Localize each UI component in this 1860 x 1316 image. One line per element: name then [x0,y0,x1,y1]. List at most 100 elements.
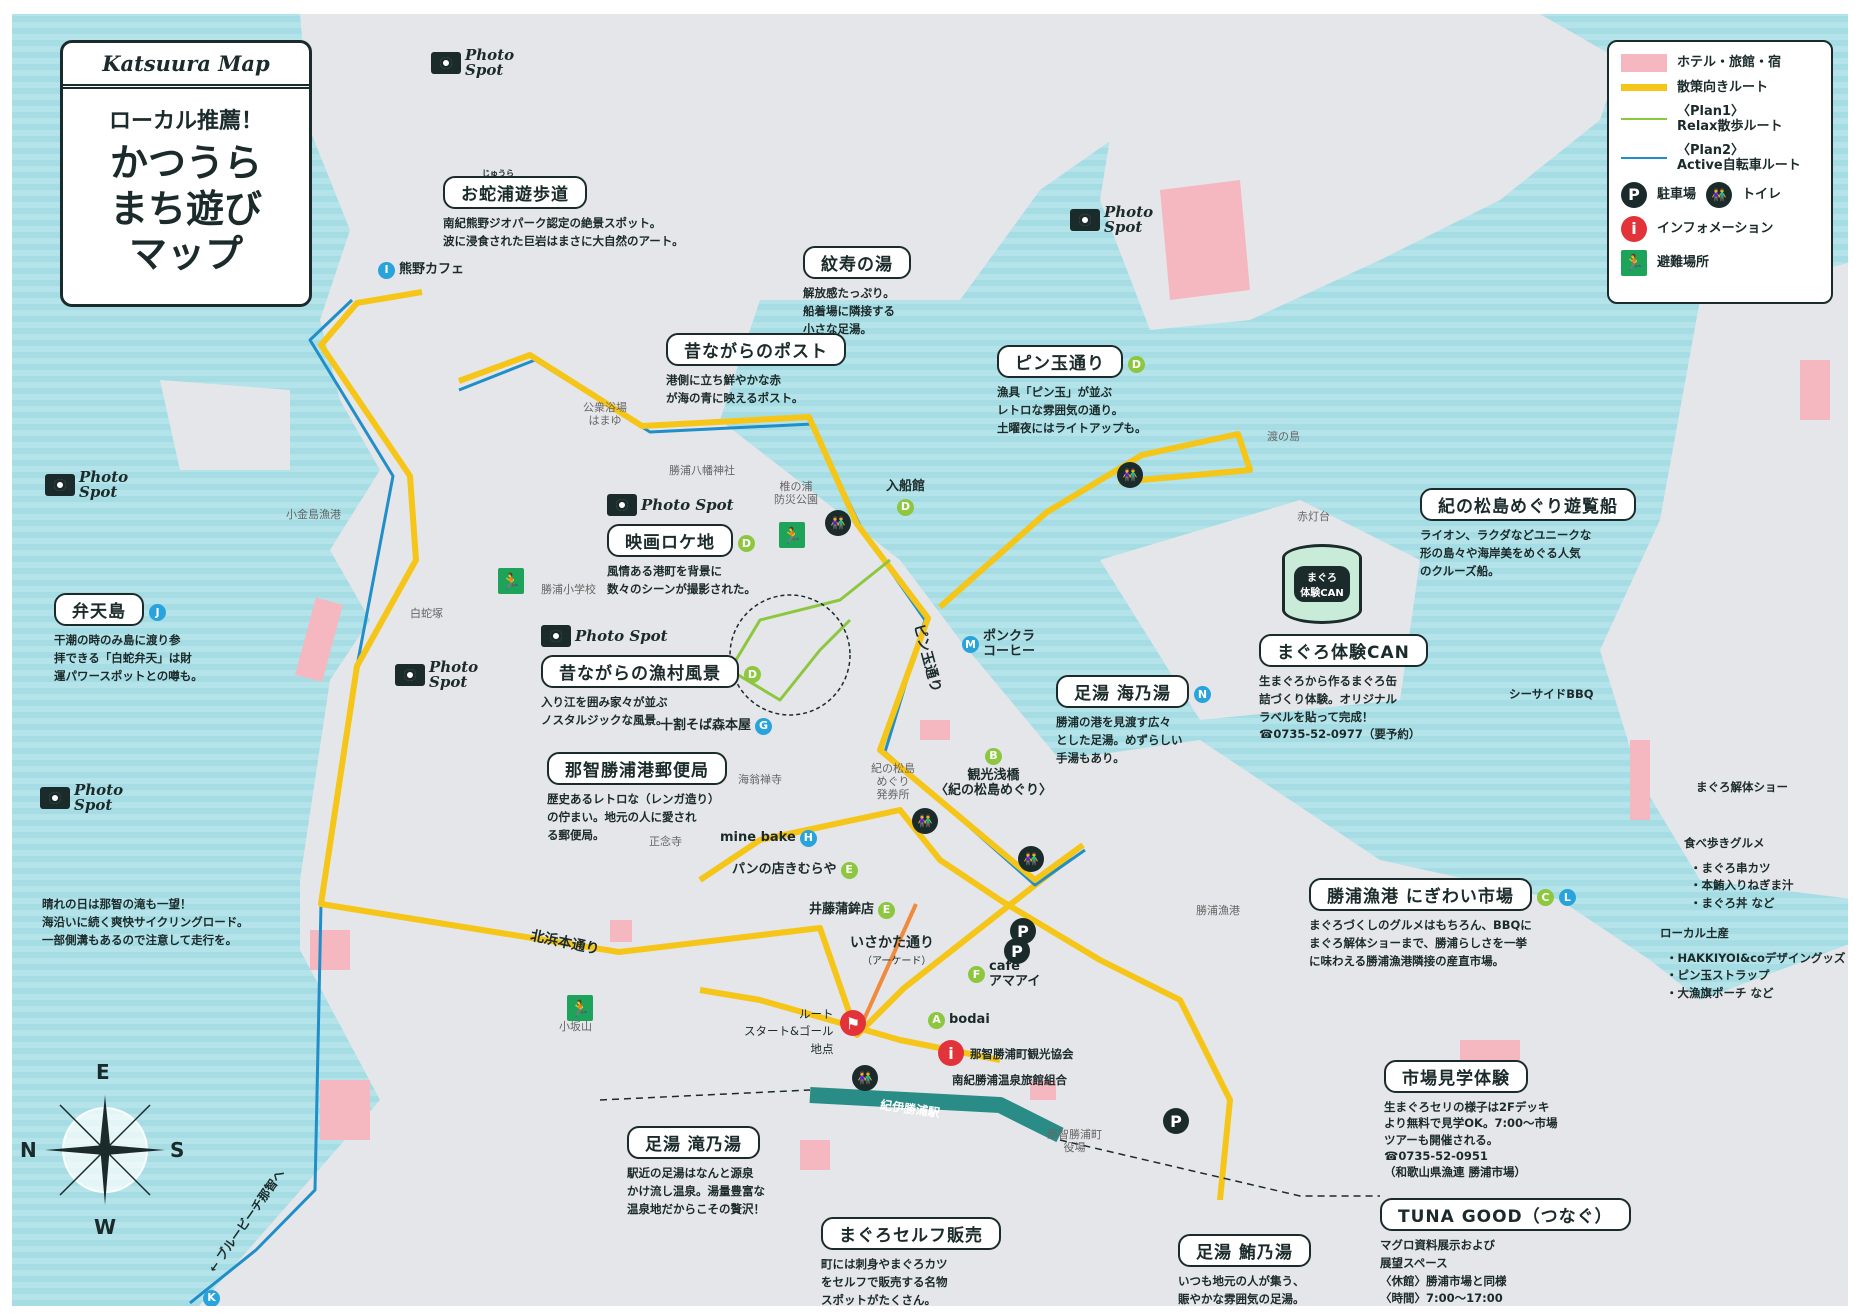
plan2-swatch [1621,157,1667,160]
spot-name[interactable]: 足湯 海乃湯 [1056,675,1189,708]
camera-icon [40,787,70,809]
shop-bluebeach[interactable]: K [203,1290,224,1306]
map-canvas[interactable]: Katsuura Map ローカル推薦！ かつうら まち遊び マップ ホテル・旅… [12,14,1848,1306]
spot-name[interactable]: 足湯 滝乃湯 [627,1126,760,1159]
spot-text: Spot [1104,218,1143,236]
marker-e: E [878,902,896,919]
place-gyoko: 勝浦漁港 [1196,904,1240,917]
toilet-icon: 👫 [1706,181,1733,208]
description-line: 展望スペース [1380,1255,1448,1270]
spot-name[interactable]: 弁天島 [54,593,144,626]
description-line: ノスタルジックな風景。 [541,712,668,727]
description-line: 運パワースポットとの噂も。 [54,668,203,683]
spot-can: まぐろ体験CAN 生まぐろから作るまぐろ缶詰づくり体験。オリジナルラベルを貼って完… [1259,634,1428,744]
spot-name[interactable]: 紋寿の湯 [803,246,911,279]
description-line: 一部側溝もあるので注意して走行を。 [42,932,238,947]
description-line: かけ流し温泉。湯量豊富な [627,1183,765,1198]
place-hakujazuka: 白蛇塚 [410,607,443,620]
spot-ojaura: じゅうらお蛇浦遊歩道南紀熊野ジオパーク認定の絶景スポット。波に浸食された巨岩はま… [443,168,684,251]
description-line: ☎0735-52-0951 [1384,1148,1488,1163]
spot-title-row: 紀の松島めぐり遊覧船 [1420,488,1636,521]
description-line: 〈時間〉7:00〜17:00 [1380,1291,1503,1306]
label-kaitai: まぐろ解体ショー [1696,780,1788,794]
compass-east: E [96,1060,110,1084]
place-akatodai: 赤灯台 [1297,510,1330,523]
spot-name[interactable]: 昔ながらのポスト [666,333,846,366]
plan1-swatch [1621,118,1667,121]
description-line: とした足湯。めずらしい [1056,732,1183,747]
spot-name[interactable]: まぐろセルフ販売 [821,1217,1001,1250]
spot-name[interactable]: 映画ロケ地 [607,524,733,557]
description-line: をセルフで販売する名物 [821,1274,948,1289]
spot-description: 港側に立ち鮮やかな赤が海の青に映えるポスト。 [666,372,846,408]
spot-name[interactable]: お蛇浦遊歩道 [443,176,587,209]
description-line: ☎0735-52-0977（要予約） [1259,727,1421,742]
spot-title-row: 足湯 滝乃湯 [627,1126,765,1159]
spot-name[interactable]: 那智勝浦港郵便局 [547,752,727,785]
marker-f: F [968,966,985,984]
description-line: （和歌山県漁連 勝浦市場） [1384,1165,1527,1180]
spot-name[interactable]: 足湯 鮪乃湯 [1178,1234,1311,1267]
marker-i: I [378,262,395,279]
marker-e: E [840,862,858,879]
description-line: のクルーズ船。 [1420,563,1500,578]
evacuation-icon: 🏃 [1621,249,1647,276]
shop-name: 入船館 [886,479,926,494]
spot-description: 風情ある港町を背景に数々のシーンが撮影された。 [607,563,756,599]
photo-text: Photo [465,46,515,64]
compass-rose-icon [45,1095,165,1205]
legend-toilet: トイレ [1742,187,1782,203]
spot-takinoyu: 足湯 滝乃湯駅近の足湯はなんと源泉かけ流し温泉。湯量豊富な温泉地だからこその贅沢… [627,1126,765,1218]
spot-description: 歴史あるレトロな（レンガ造り）の佇まい。地元の人に愛される郵便局。 [547,791,727,844]
spot-description: 生まぐろから作るまぐろ缶詰づくり体験。オリジナルラベルを貼って完成！☎0735-… [1259,673,1428,744]
spot-name[interactable]: ピン玉通り [997,345,1123,378]
description-line: 駅近の足湯はなんと源泉 [627,1166,754,1180]
spot-name[interactable]: 紀の松島めぐり遊覧船 [1420,488,1636,521]
legend-plan1: 〈Plan1〉 Relax散歩ルート [1677,103,1783,135]
spot-name[interactable]: まぐろ体験CAN [1259,634,1428,667]
description-line: 土曜夜にはライトアップも。 [997,420,1147,435]
spot-post: 昔ながらのポスト港側に立ち鮮やかな赤が海の青に映えるポスト。 [666,333,846,408]
marker-n: N [1193,686,1211,703]
spot-kengaku: 市場見学体験生まぐろセリの様子は2Fデッキより無料で見学OK。7:00〜市場ツア… [1384,1060,1558,1181]
description-line: 生まぐろセリの様子は2Fデッキ [1384,1100,1550,1114]
spot-description: まぐろづくしのグルメはもちろん、BBQにまぐろ解体ショーまで、勝浦らしさを一挙に… [1309,917,1576,970]
description-line: スポットがたくさん。 [821,1292,936,1306]
shop-name: cafe アマアイ [989,959,1041,989]
spot-text: Spot [429,673,468,691]
label-bbq: シーサイドBBQ [1509,687,1594,701]
description-line: 賑やかな雰囲気の足湯。 [1178,1291,1305,1306]
spot-name[interactable]: 昔ながらの漁村風景 [541,655,739,688]
street-arcade: （アーケード） [862,956,932,967]
marker-m: M [962,636,979,654]
spot-name[interactable]: 勝浦漁港 にぎわい市場 [1309,878,1532,911]
description-line: 生まぐろから作るまぐろ缶 [1259,674,1397,688]
spot-cruise: 紀の松島めぐり遊覧船ライオン、ラクダなどユニークな形の島々や海岸美をめぐる人気の… [1420,488,1636,580]
spot-title-row: お蛇浦遊歩道 [443,176,684,209]
spot-name[interactable]: 市場見学体験 [1384,1060,1528,1093]
place-yakuba: 那智勝浦町 役場 [1047,1128,1102,1155]
marker-g: G [755,718,773,735]
spot-text: Spot [79,483,118,501]
spot-name[interactable]: TUNA GOOD（つなぐ） [1380,1198,1631,1231]
spot-description: 町には刺身やまぐろカツをセルフで販売する名物スポットがたくさん。 [821,1256,1001,1306]
evacuation-icon: 🏃 [498,568,524,594]
